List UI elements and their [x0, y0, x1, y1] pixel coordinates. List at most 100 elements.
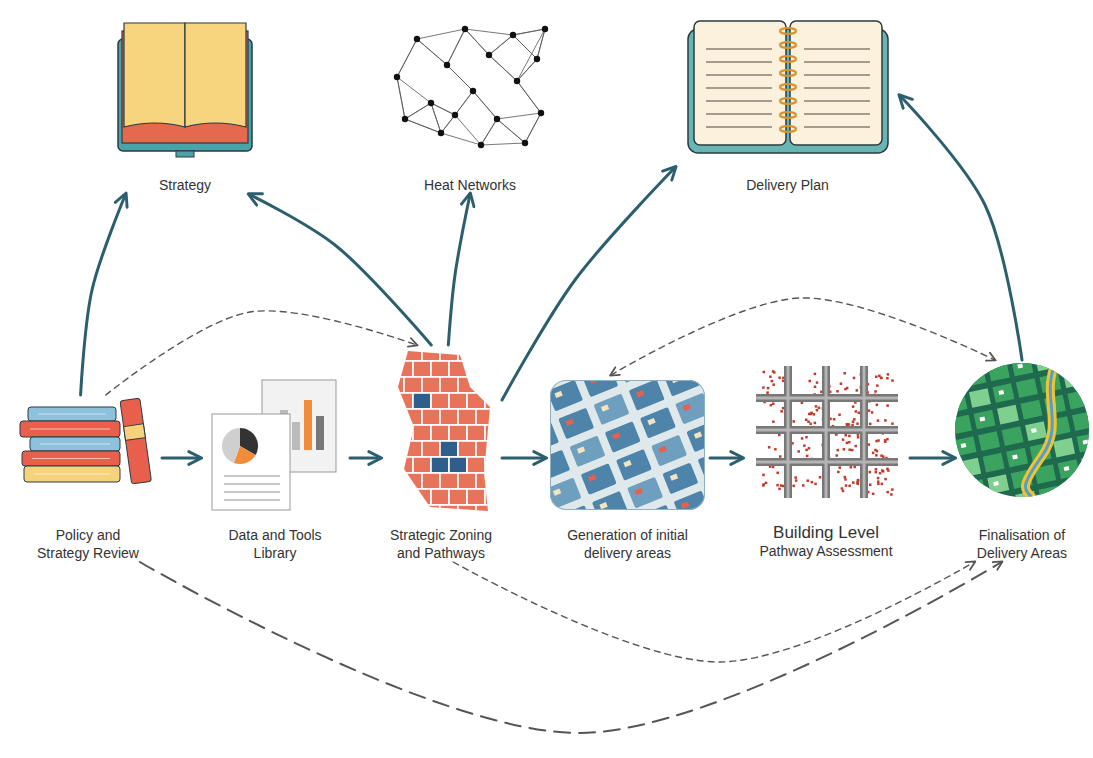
building-grid-part: [762, 386, 765, 389]
building-grid-part: [805, 449, 808, 452]
final-area-map-part: [961, 443, 967, 448]
building-grid-part: [875, 440, 878, 443]
building-grid-part: [803, 444, 806, 447]
delivery-notebook-part: [780, 84, 796, 90]
final-area-map-part: [1086, 476, 1090, 496]
building-grid-part: [848, 441, 851, 444]
data-documents-part: [292, 422, 300, 450]
delivery-notebook: [676, 15, 900, 165]
data-documents-part: [224, 483, 280, 485]
building-grid-part: [805, 419, 808, 422]
heat-network-part: [537, 29, 545, 59]
heat-network-part: [478, 142, 484, 148]
building-grid-part: [848, 485, 851, 488]
heat-network-part: [417, 29, 465, 39]
heat-network-part: [397, 39, 417, 77]
building-grid-part: [813, 413, 816, 416]
data-documents-part: [316, 416, 324, 450]
zoning-map-part: [458, 473, 476, 489]
data-documents-part: [304, 400, 312, 450]
delivery-notebook-part: [804, 48, 870, 50]
delivery-area-map-part: [659, 446, 667, 453]
delivery-area-map: [545, 375, 710, 515]
final-area-map-part: [954, 463, 958, 483]
heat-network-part: [394, 26, 548, 148]
delivery-notebook-part: [780, 28, 796, 34]
building-grid-part: [840, 382, 843, 385]
zoning-map-part: [431, 457, 449, 473]
policy-books-part: [30, 437, 120, 451]
step-label: Generation of initial delivery areas: [553, 527, 703, 562]
zoning-map-part: [449, 489, 467, 505]
zoning-map-part: [440, 473, 458, 489]
heat-network-part: [486, 52, 492, 58]
building-grid-part: [809, 380, 812, 383]
building-grid-part: [792, 485, 795, 488]
heat-network-part: [513, 29, 545, 35]
building-grid-part: [874, 390, 877, 393]
delivery-notebook-part: [706, 126, 772, 128]
delivery-notebook-part: [780, 112, 796, 118]
building-grid-part: [846, 423, 849, 426]
process-step: Policy and Strategy Review: [14, 395, 162, 562]
zoning-map-part: [422, 409, 440, 425]
final-area-map-part: [1035, 360, 1057, 371]
heat-network-part: [497, 113, 541, 119]
zoning-map-part: [440, 505, 458, 515]
heat-network-part: [465, 29, 489, 55]
feedback-arrow: [611, 298, 995, 375]
delivery-notebook-part: [694, 21, 786, 145]
delivery-area-map-part: [582, 380, 618, 397]
heat-network-part: [394, 74, 400, 80]
building-grid-part: [794, 476, 797, 479]
heat-network-part: [465, 29, 489, 55]
policy-books-part: [24, 466, 120, 482]
delivery-notebook-part: [688, 21, 888, 153]
zoning-map-part: [386, 473, 404, 489]
heat-network-part: [452, 112, 458, 118]
heat-network-part: [462, 26, 468, 32]
delivery-area-map-part: [577, 446, 585, 453]
policy-books-part: [30, 429, 110, 430]
final-area-map-part: [983, 453, 1005, 473]
building-grid-part: [762, 474, 765, 477]
data-documents-part: [212, 380, 336, 510]
building-grid-part: [838, 413, 841, 416]
delivery-area-map-part: [681, 501, 689, 508]
policy-books-part: [120, 398, 151, 484]
feedback-arrow: [140, 562, 1002, 733]
delivery-area-map-part: [550, 422, 559, 454]
delivery-area-map-part: [664, 380, 700, 397]
zoning-map-part: [440, 377, 458, 393]
final-area-map-part: [997, 405, 1019, 425]
building-grid-part: [846, 442, 849, 445]
final-area-map-part: [1011, 360, 1033, 376]
building-grid-part: [877, 483, 880, 486]
zoning-map-part: [413, 457, 431, 473]
building-grid-part: [814, 373, 817, 376]
strategy-book-part: [118, 23, 252, 157]
heat-network-part: [405, 119, 441, 133]
building-grid-part: [772, 402, 775, 405]
final-area-map-part: [979, 417, 985, 422]
delivery-area-map-part: [623, 460, 631, 467]
step-label: Finalisation of Delivery Areas: [960, 527, 1084, 562]
flow-arrow: [502, 457, 545, 460]
policy-books-part: [38, 414, 106, 415]
final-area-map-part: [954, 360, 1090, 515]
building-grid-part: [836, 390, 839, 393]
policy-books-part: [20, 421, 120, 437]
building-grid-part: [842, 438, 845, 441]
delivery-area-map-part: [698, 448, 705, 480]
zoning-map-part: [386, 489, 395, 505]
final-area-map-part: [954, 360, 958, 370]
delivery-notebook-part: [706, 74, 772, 76]
building-grid-part: [856, 422, 859, 425]
delivery-area-map-part: [558, 408, 594, 440]
building-grid-part: [819, 476, 822, 479]
delivery-area-map-part: [647, 418, 655, 425]
delivery-area-map-part: [550, 380, 705, 510]
building-grid-part: [881, 469, 884, 472]
heat-network-part: [428, 100, 434, 106]
heat-network-part: [397, 77, 405, 119]
